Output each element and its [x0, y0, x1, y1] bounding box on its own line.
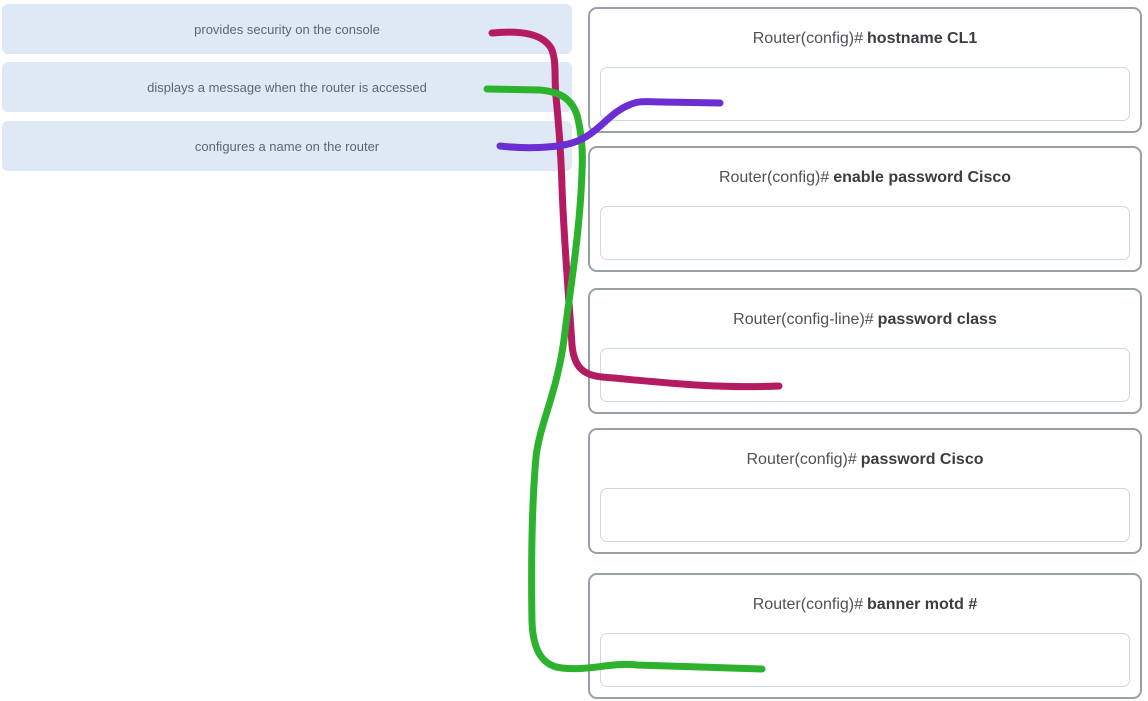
command-card-banner-motd: Router(config)#banner motd #	[588, 573, 1142, 699]
command-title: Router(config)#hostname CL1	[590, 30, 1140, 48]
command-title: Router(config)#password Cisco	[590, 451, 1140, 469]
command-text: password class	[877, 311, 997, 328]
command-text: hostname CL1	[867, 30, 978, 47]
command-title: Router(config)#enable password Cisco	[590, 169, 1140, 187]
drop-zone-enable-password[interactable]	[600, 206, 1130, 260]
command-card-line-password: Router(config-line)#password class	[588, 288, 1142, 414]
command-prompt: Router(config-line)#	[733, 311, 874, 328]
command-prompt: Router(config)#	[718, 169, 830, 186]
drop-zone-line-password[interactable]	[600, 348, 1130, 402]
command-title: Router(config)#banner motd #	[590, 596, 1140, 614]
command-card-enable-password: Router(config)#enable password Cisco	[588, 146, 1142, 272]
command-title: Router(config-line)#password class	[590, 311, 1140, 329]
drop-zone-password-cisco[interactable]	[600, 488, 1130, 542]
command-prompt: Router(config)#	[752, 596, 864, 613]
command-card-password-cisco: Router(config)#password Cisco	[588, 428, 1142, 554]
command-prompt: Router(config)#	[752, 30, 864, 47]
term-configures-name-on-router[interactable]: configures a name on the router	[2, 121, 572, 171]
command-text: password Cisco	[860, 451, 984, 468]
command-text: banner motd #	[867, 596, 978, 613]
drop-zone-banner-motd[interactable]	[600, 633, 1130, 687]
command-card-hostname: Router(config)#hostname CL1	[588, 7, 1142, 133]
command-prompt: Router(config)#	[746, 451, 857, 468]
drop-zone-hostname[interactable]	[600, 67, 1130, 121]
command-text: enable password Cisco	[833, 169, 1012, 186]
term-provides-security-on-console[interactable]: provides security on the console	[2, 4, 572, 54]
term-displays-message-when-accessed[interactable]: displays a message when the router is ac…	[2, 62, 572, 112]
